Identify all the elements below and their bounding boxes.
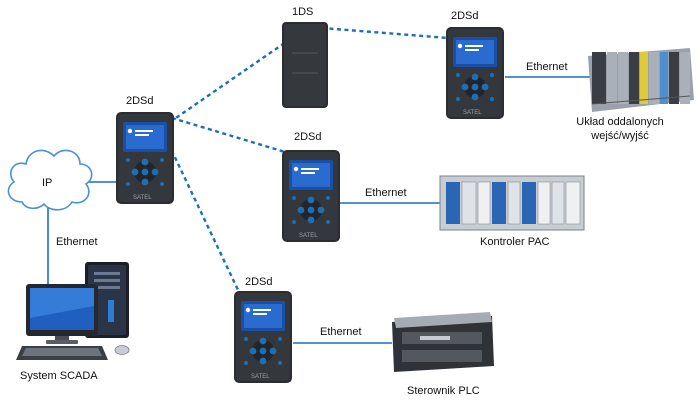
radio-link-1ds-2dsd-top bbox=[321, 26, 449, 40]
scada-label: System SCADA bbox=[20, 370, 98, 382]
radio-link-hub-1ds bbox=[169, 41, 287, 123]
hub-2dsd-label: 2DSd bbox=[126, 95, 154, 107]
brand-mark-top: SATEL bbox=[463, 110, 482, 116]
ip-cloud-icon bbox=[7, 149, 93, 211]
brand-mark-hub: SATEL bbox=[133, 195, 152, 201]
remote-io-label-line2: wejść/wyjść bbox=[591, 130, 649, 142]
mid-2dsd-device-icon bbox=[282, 150, 340, 242]
top-1ds-label: 1DS bbox=[292, 6, 314, 18]
bottom-2dsd-device-icon bbox=[234, 291, 292, 383]
links bbox=[47, 26, 590, 344]
scada-computer-icon bbox=[16, 262, 130, 360]
plc-label: Sterownik PLC bbox=[407, 385, 480, 397]
brand-mark-mid: SATEL bbox=[299, 233, 318, 239]
remote-io-label-line1: Układ oddalonych bbox=[576, 116, 664, 128]
ethernet-label-top: Ethernet bbox=[526, 61, 568, 73]
pac-label: Kontroler PAC bbox=[480, 236, 550, 248]
brand-mark-bottom: SATEL bbox=[251, 374, 270, 380]
bottom-2dsd-label: 2DSd bbox=[245, 276, 273, 288]
ip-label: IP bbox=[42, 177, 53, 189]
brand-marks: SATEL SATEL SATEL SATEL bbox=[133, 110, 482, 380]
top-2dsd-device-icon bbox=[446, 27, 504, 119]
mid-2dsd-label: 2DSd bbox=[294, 131, 322, 143]
ethernet-label-mid: Ethernet bbox=[365, 187, 407, 199]
top-1ds-device-icon bbox=[282, 22, 328, 108]
hub-2dsd-device-icon bbox=[116, 112, 174, 204]
pac-controller-icon bbox=[439, 175, 585, 231]
radio-link-hub-2dsd-mid bbox=[171, 116, 286, 154]
ethernet-label-bottom: Ethernet bbox=[320, 326, 362, 338]
remote-io-rack-icon bbox=[588, 48, 694, 112]
ethernet-label-left: Ethernet bbox=[56, 236, 98, 248]
top-2dsd-label: 2DSd bbox=[451, 10, 479, 22]
plc-controller-icon bbox=[392, 312, 494, 372]
